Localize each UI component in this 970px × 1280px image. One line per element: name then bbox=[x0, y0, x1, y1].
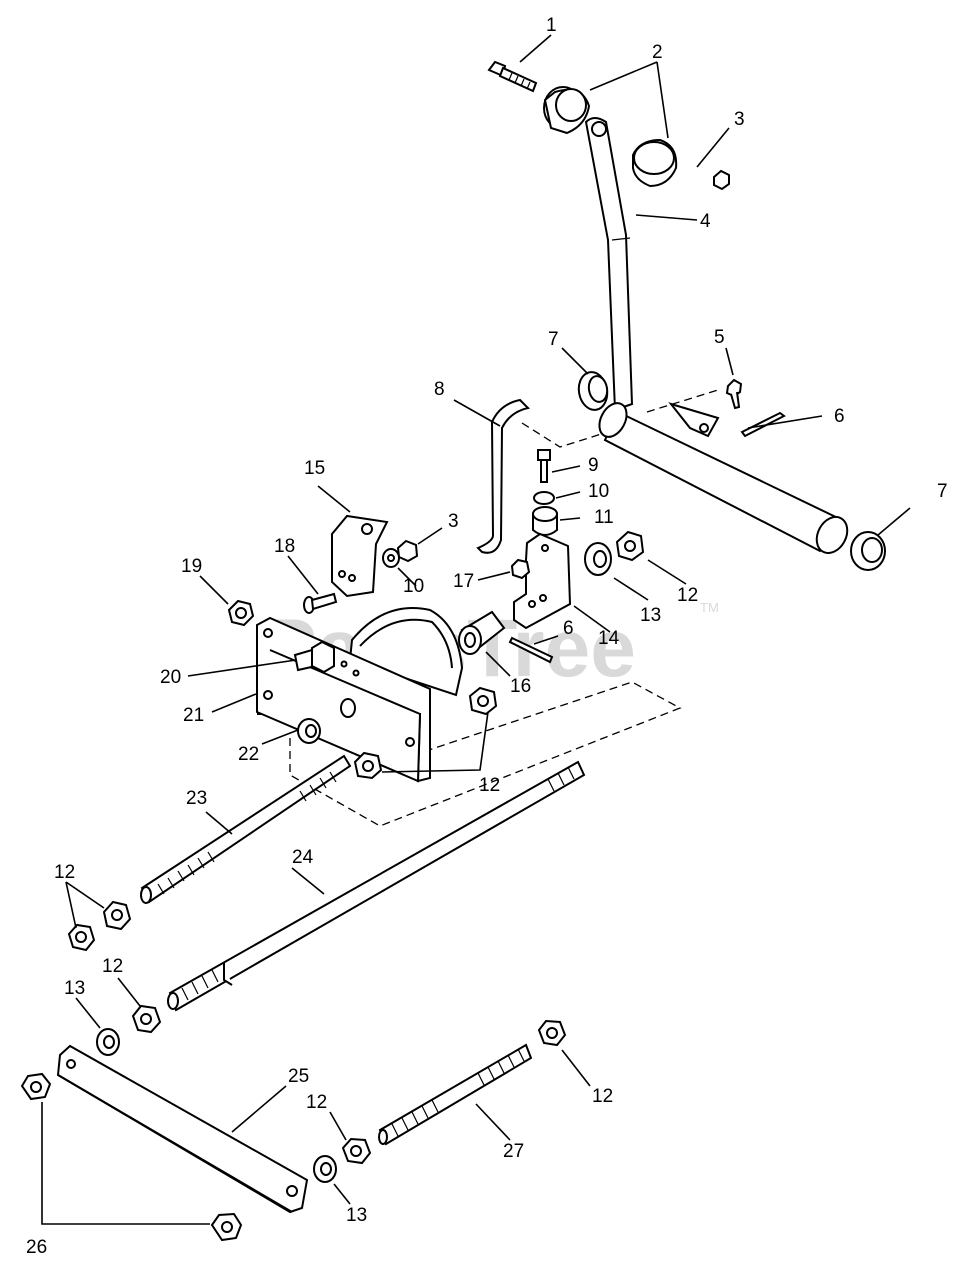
part-12-nut-c bbox=[353, 751, 383, 780]
callout-c16: 16 bbox=[510, 676, 531, 697]
part-13-washer-c bbox=[313, 1155, 337, 1183]
callout-c17: 17 bbox=[453, 571, 474, 592]
callout-c7a: 7 bbox=[548, 329, 559, 350]
part-4-shaft bbox=[598, 402, 849, 555]
callout-c13c: 13 bbox=[346, 1205, 367, 1226]
part-11-spacer bbox=[532, 506, 558, 536]
part-12-nut-h bbox=[341, 1137, 372, 1165]
part-7-washer-b bbox=[850, 531, 886, 571]
callout-c3b: 3 bbox=[448, 511, 459, 532]
part-26-nut-b bbox=[210, 1212, 243, 1242]
part-2-bushing-a bbox=[543, 86, 591, 135]
callout-c10b: 10 bbox=[403, 576, 424, 597]
callout-c3a: 3 bbox=[734, 109, 745, 130]
part-7-washer-a bbox=[577, 371, 609, 411]
part-27-rod bbox=[378, 1043, 533, 1146]
part-15-bracket bbox=[331, 514, 389, 598]
part-13-washer-b bbox=[96, 1028, 120, 1056]
callout-c10a: 10 bbox=[588, 481, 609, 502]
part-12-nut-f bbox=[131, 1004, 162, 1034]
callout-c12b: 12 bbox=[479, 775, 500, 796]
callout-c12c: 12 bbox=[54, 862, 75, 883]
part-12-nut-b bbox=[468, 686, 498, 716]
callout-c26: 26 bbox=[26, 1237, 47, 1258]
part-19-nut bbox=[227, 599, 255, 627]
callout-c4: 4 bbox=[700, 211, 711, 232]
callout-c19: 19 bbox=[181, 556, 202, 577]
part-23-rod bbox=[140, 754, 352, 904]
callout-c9: 9 bbox=[588, 455, 599, 476]
watermark-tm: TM bbox=[700, 600, 719, 615]
part-17-nut bbox=[510, 558, 531, 580]
part-1-bolt bbox=[487, 60, 538, 93]
callout-c2: 2 bbox=[652, 42, 663, 63]
callout-c24: 24 bbox=[292, 847, 314, 868]
part-26-nut-a bbox=[20, 1072, 52, 1101]
callout-c20: 20 bbox=[160, 667, 181, 688]
callout-c13b: 13 bbox=[64, 978, 85, 999]
callout-c22: 22 bbox=[238, 744, 259, 765]
callout-c23: 23 bbox=[186, 788, 207, 809]
part-6-cotter-pin-b bbox=[508, 636, 554, 664]
part-21-plate bbox=[255, 607, 464, 783]
callout-c25: 25 bbox=[288, 1066, 309, 1087]
callout-c15: 15 bbox=[304, 458, 325, 479]
part-12-nut-a bbox=[615, 530, 645, 562]
part-12-nut-d bbox=[102, 900, 132, 931]
part-13-washer-a bbox=[584, 542, 612, 576]
callout-c7b: 7 bbox=[937, 481, 948, 502]
callout-c8: 8 bbox=[434, 379, 445, 400]
part-2-bushing-b bbox=[632, 138, 678, 188]
callout-c27: 27 bbox=[503, 1141, 524, 1162]
callout-c6a: 6 bbox=[834, 406, 845, 427]
part-14-bracket bbox=[513, 532, 572, 630]
part-18-screw bbox=[303, 592, 338, 614]
part-6-cotter-pin-a bbox=[740, 411, 786, 438]
part-4-lever bbox=[584, 117, 634, 412]
callout-c12e: 12 bbox=[306, 1092, 327, 1113]
part-3-nut-b bbox=[396, 539, 419, 563]
callout-c1: 1 bbox=[546, 15, 557, 36]
callout-c11: 11 bbox=[594, 507, 614, 528]
part-25-link-bar bbox=[56, 1044, 309, 1214]
callout-c18: 18 bbox=[274, 536, 295, 557]
part-20-bolt bbox=[293, 640, 335, 674]
callout-c13a: 13 bbox=[640, 605, 661, 626]
part-12-nut-e bbox=[67, 923, 96, 952]
dashed-lines bbox=[289, 389, 719, 827]
callout-c6b: 6 bbox=[563, 618, 574, 639]
part-3-nut-a bbox=[713, 169, 730, 191]
callout-c12f: 12 bbox=[592, 1086, 613, 1107]
part-24-rod bbox=[167, 760, 586, 1012]
part-5-screw bbox=[725, 378, 743, 410]
part-10-washer-a bbox=[533, 491, 555, 505]
part-10-washer-b bbox=[382, 548, 400, 568]
part-8-link-rod bbox=[476, 398, 530, 554]
callout-c14: 14 bbox=[598, 628, 620, 649]
callout-c5: 5 bbox=[714, 327, 725, 348]
callout-c21: 21 bbox=[183, 705, 204, 726]
callout-c12a: 12 bbox=[677, 585, 698, 606]
part-12-nut-g bbox=[537, 1019, 567, 1047]
part-22-washer bbox=[297, 718, 321, 744]
part-16-bushing bbox=[458, 610, 506, 655]
callout-c12d: 12 bbox=[102, 956, 123, 977]
leader-lines bbox=[41, 34, 911, 1225]
part-9-bolt bbox=[537, 449, 551, 483]
